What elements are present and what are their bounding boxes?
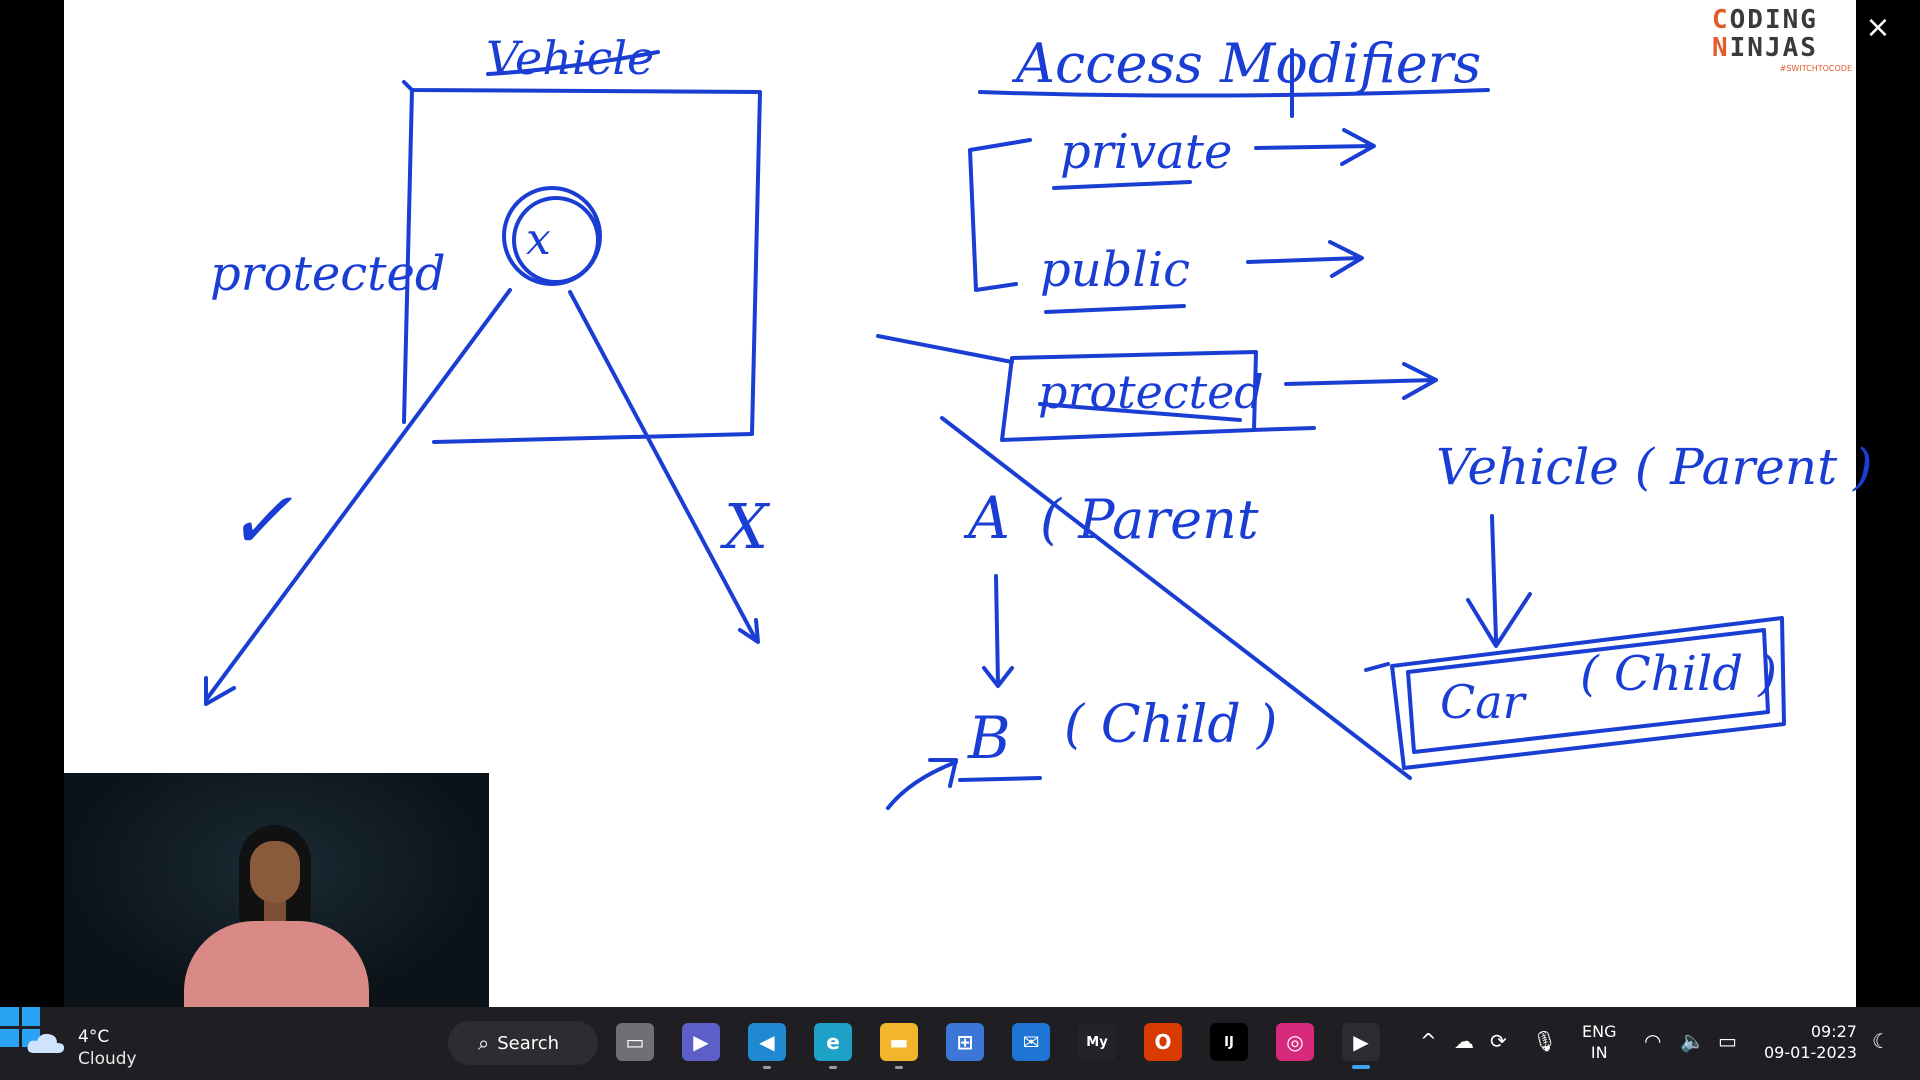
modifier-public: public: [1040, 242, 1190, 298]
mail-icon: ✉: [1012, 1023, 1050, 1061]
car-box-edge: [1364, 662, 1390, 672]
office-icon: O: [1144, 1023, 1182, 1061]
protected-lines: [876, 334, 1316, 432]
private-arrow: [1254, 128, 1376, 166]
vscode-icon: ◀: [748, 1023, 786, 1061]
store-button[interactable]: ⊞: [944, 1021, 986, 1063]
protected-arrow: [1284, 362, 1438, 400]
active-indicator: [1352, 1065, 1370, 1069]
modifier-private: private: [1060, 124, 1232, 180]
weather-widget[interactable]: 4°C Cloudy: [26, 1021, 156, 1069]
play-icon: ▶: [1342, 1023, 1380, 1061]
diagonal-strike: [940, 416, 1412, 780]
teams-icon: ▶: [682, 1023, 720, 1061]
teams-button[interactable]: ▶: [680, 1021, 722, 1063]
battery-icon[interactable]: ▭: [1718, 1029, 1737, 1053]
sync-icon[interactable]: ⟳: [1490, 1029, 1507, 1053]
protected-label: protected: [210, 246, 446, 302]
vehicle-to-car-arrow: [1466, 514, 1532, 648]
edge-button[interactable]: e: [812, 1021, 854, 1069]
whiteboard-ink: Vehicle protected x ✓ X Access Modifiers…: [204, 31, 1873, 810]
office-button[interactable]: O: [1142, 1021, 1184, 1063]
onedrive-icon[interactable]: ☁: [1454, 1029, 1474, 1053]
access-modifiers-underline: [978, 88, 1490, 98]
coding-ninjas-logo: CODING NINJAS #SWITCHTOCODE: [1712, 5, 1852, 73]
private-underline: [1052, 180, 1192, 190]
arrow-left-head: [204, 676, 236, 706]
public-arrow: [1246, 240, 1364, 278]
instagram-icon: ◎: [1276, 1023, 1314, 1061]
presenter-webcam: [64, 773, 489, 1007]
edge-icon: e: [814, 1023, 852, 1061]
search-button[interactable]: ⌕ Search: [448, 1021, 598, 1065]
start-button[interactable]: [0, 1007, 40, 1047]
access-modifiers-title: Access Modifiers: [1011, 32, 1481, 95]
cross-mark: X: [720, 490, 771, 563]
a-to-b-arrow: [982, 574, 1014, 688]
clock-date: 09-01-2023: [1764, 1043, 1857, 1062]
weather-condition: Cloudy: [78, 1049, 137, 1069]
chevron-up-icon[interactable]: ^: [1420, 1029, 1437, 1053]
wifi-icon[interactable]: ◠: [1644, 1029, 1662, 1053]
class-b: B: [967, 704, 1011, 772]
vscode-button[interactable]: ◀: [746, 1021, 788, 1069]
bracket: [968, 138, 1032, 292]
taskbar: 4°C Cloudy ⌕ Search ▭ ▶ ◀ e ▬ ⊞ ✉ My O IJ ◎ ▶ ^ ☁ ⟳…: [0, 1007, 1920, 1080]
folder-icon: ▬: [880, 1023, 918, 1061]
modifier-protected: protected: [1038, 365, 1264, 419]
b-underline: [958, 776, 1042, 782]
b-pointer-arrow: [886, 758, 958, 810]
car-box: [1390, 616, 1786, 770]
media-player-button[interactable]: ▶: [1340, 1021, 1382, 1069]
close-button[interactable]: ×: [1865, 10, 1891, 45]
intellij-icon: IJ: [1210, 1023, 1248, 1061]
file-explorer-button[interactable]: ▬: [878, 1021, 920, 1069]
check-mark: ✓: [226, 474, 293, 567]
class-a-note: ( Parent: [1040, 488, 1259, 551]
weather-temp: 4°C: [78, 1027, 110, 1047]
video-player: Vehicle protected x ✓ X Access Modifiers…: [64, 0, 1891, 1007]
mail-button[interactable]: ✉: [1010, 1021, 1052, 1063]
mysql-button[interactable]: My: [1076, 1021, 1118, 1063]
night-light-icon[interactable]: ☾: [1872, 1029, 1890, 1053]
class-a: A: [963, 484, 1010, 552]
clock-time: 09:27: [1810, 1022, 1857, 1041]
arrow-right-line: [568, 290, 758, 642]
intellij-button[interactable]: IJ: [1208, 1021, 1250, 1063]
task-view-button[interactable]: ▭: [614, 1021, 656, 1063]
arrow-right-head: [738, 618, 760, 644]
vehicle-parent-label: Vehicle ( Parent ): [1436, 438, 1873, 496]
class-car: Car: [1440, 675, 1528, 729]
microphone-icon[interactable]: 🎙: [1532, 1029, 1558, 1053]
language-indicator[interactable]: ENG IN: [1582, 1022, 1617, 1062]
vehicle-box: [402, 80, 762, 444]
clock[interactable]: 09:27 09-01-2023: [1764, 1021, 1857, 1063]
protected-strike: [1038, 402, 1242, 422]
member-x: x: [526, 214, 551, 265]
member-circle: [502, 186, 602, 286]
instagram-button[interactable]: ◎: [1274, 1021, 1316, 1063]
arrow-left-line: [204, 288, 512, 702]
search-icon: ⌕: [478, 1031, 490, 1055]
store-icon: ⊞: [946, 1023, 984, 1061]
class-car-note: ( Child ): [1580, 646, 1777, 702]
cloud-icon: [27, 1033, 65, 1053]
search-label: Search: [497, 1032, 560, 1054]
class-b-note: ( Child ): [1064, 695, 1277, 755]
volume-icon[interactable]: 🔈: [1680, 1029, 1705, 1053]
car-box-inner: [1406, 628, 1770, 754]
task-view-icon: ▭: [616, 1023, 654, 1061]
mysql-icon: My: [1078, 1023, 1116, 1061]
public-underline: [1044, 304, 1186, 314]
member-circle-inner: [512, 196, 600, 284]
vehicle-box-left: [402, 88, 414, 424]
vehicle-title-underline: [486, 50, 660, 76]
